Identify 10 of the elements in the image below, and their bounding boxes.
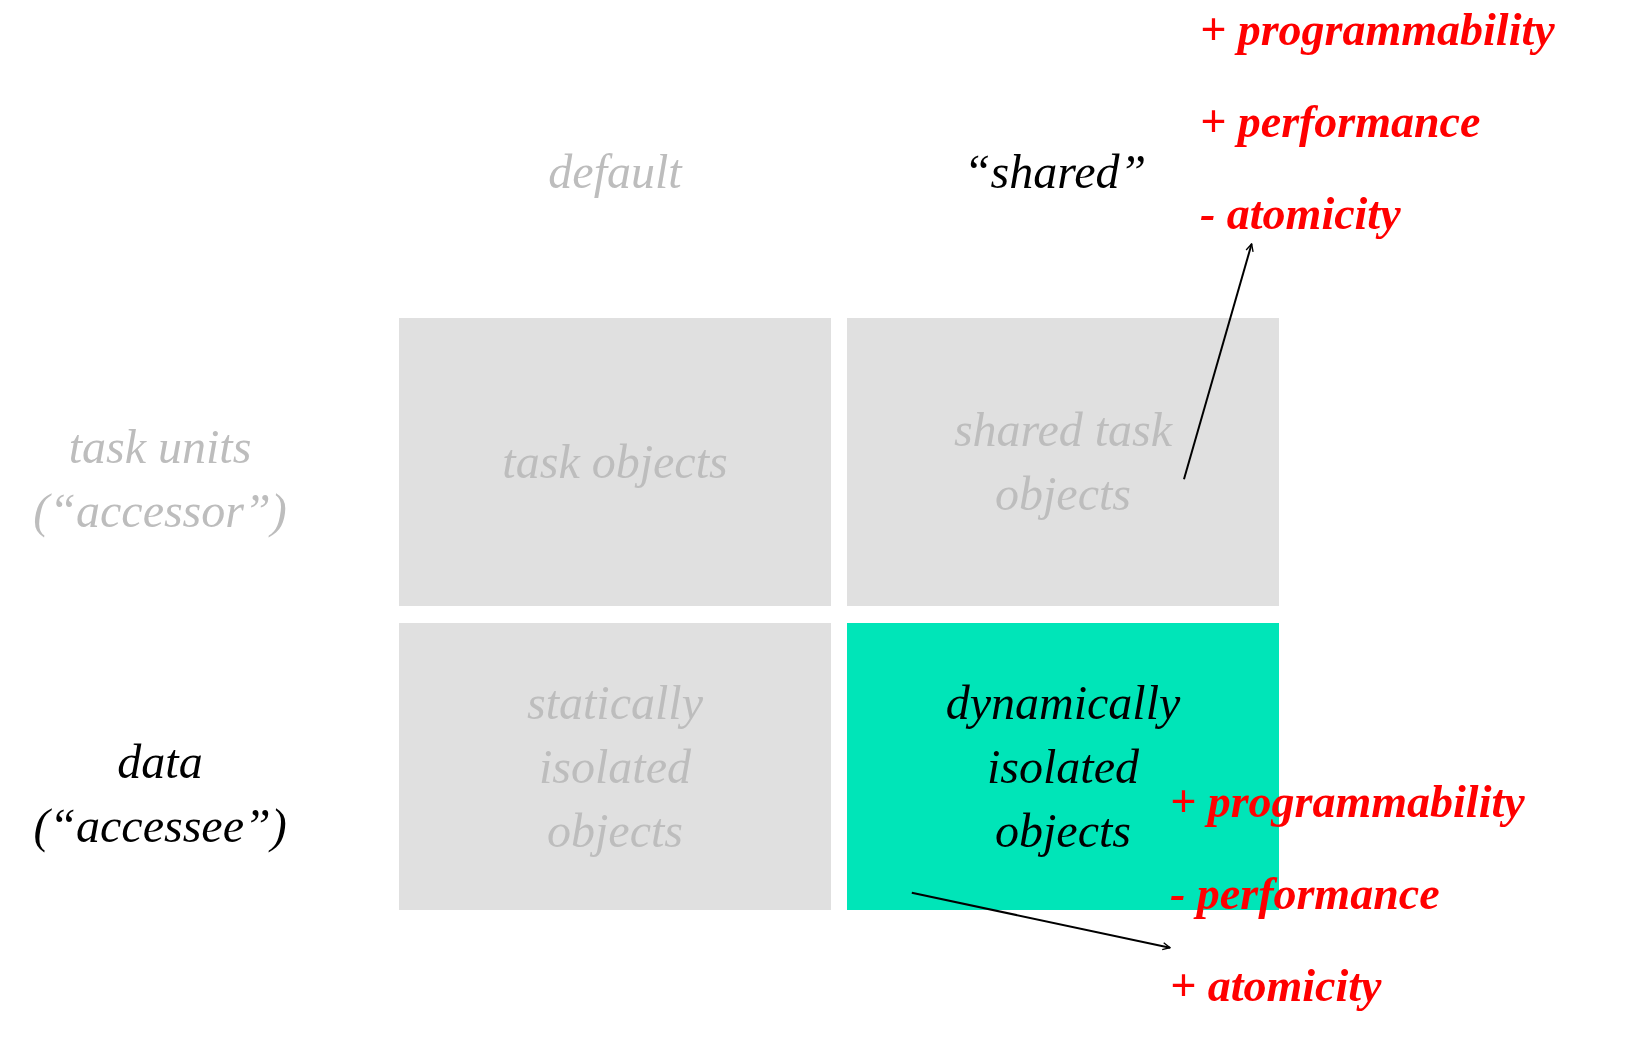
trade-off-text: + performance — [1200, 95, 1482, 149]
trade-off-text: - atomicity — [1200, 187, 1402, 241]
column-heading: “shared” — [962, 144, 1148, 200]
column-heading: default — [547, 144, 684, 200]
trade-off-text: + programmability — [1200, 3, 1556, 57]
row-heading: data (“accessee”) — [32, 734, 288, 855]
arrow — [910, 891, 1171, 951]
trade-off-text: + atomicity — [1170, 959, 1383, 1013]
arrow — [1182, 243, 1254, 481]
row-heading: task units (“accessor”) — [32, 419, 288, 540]
